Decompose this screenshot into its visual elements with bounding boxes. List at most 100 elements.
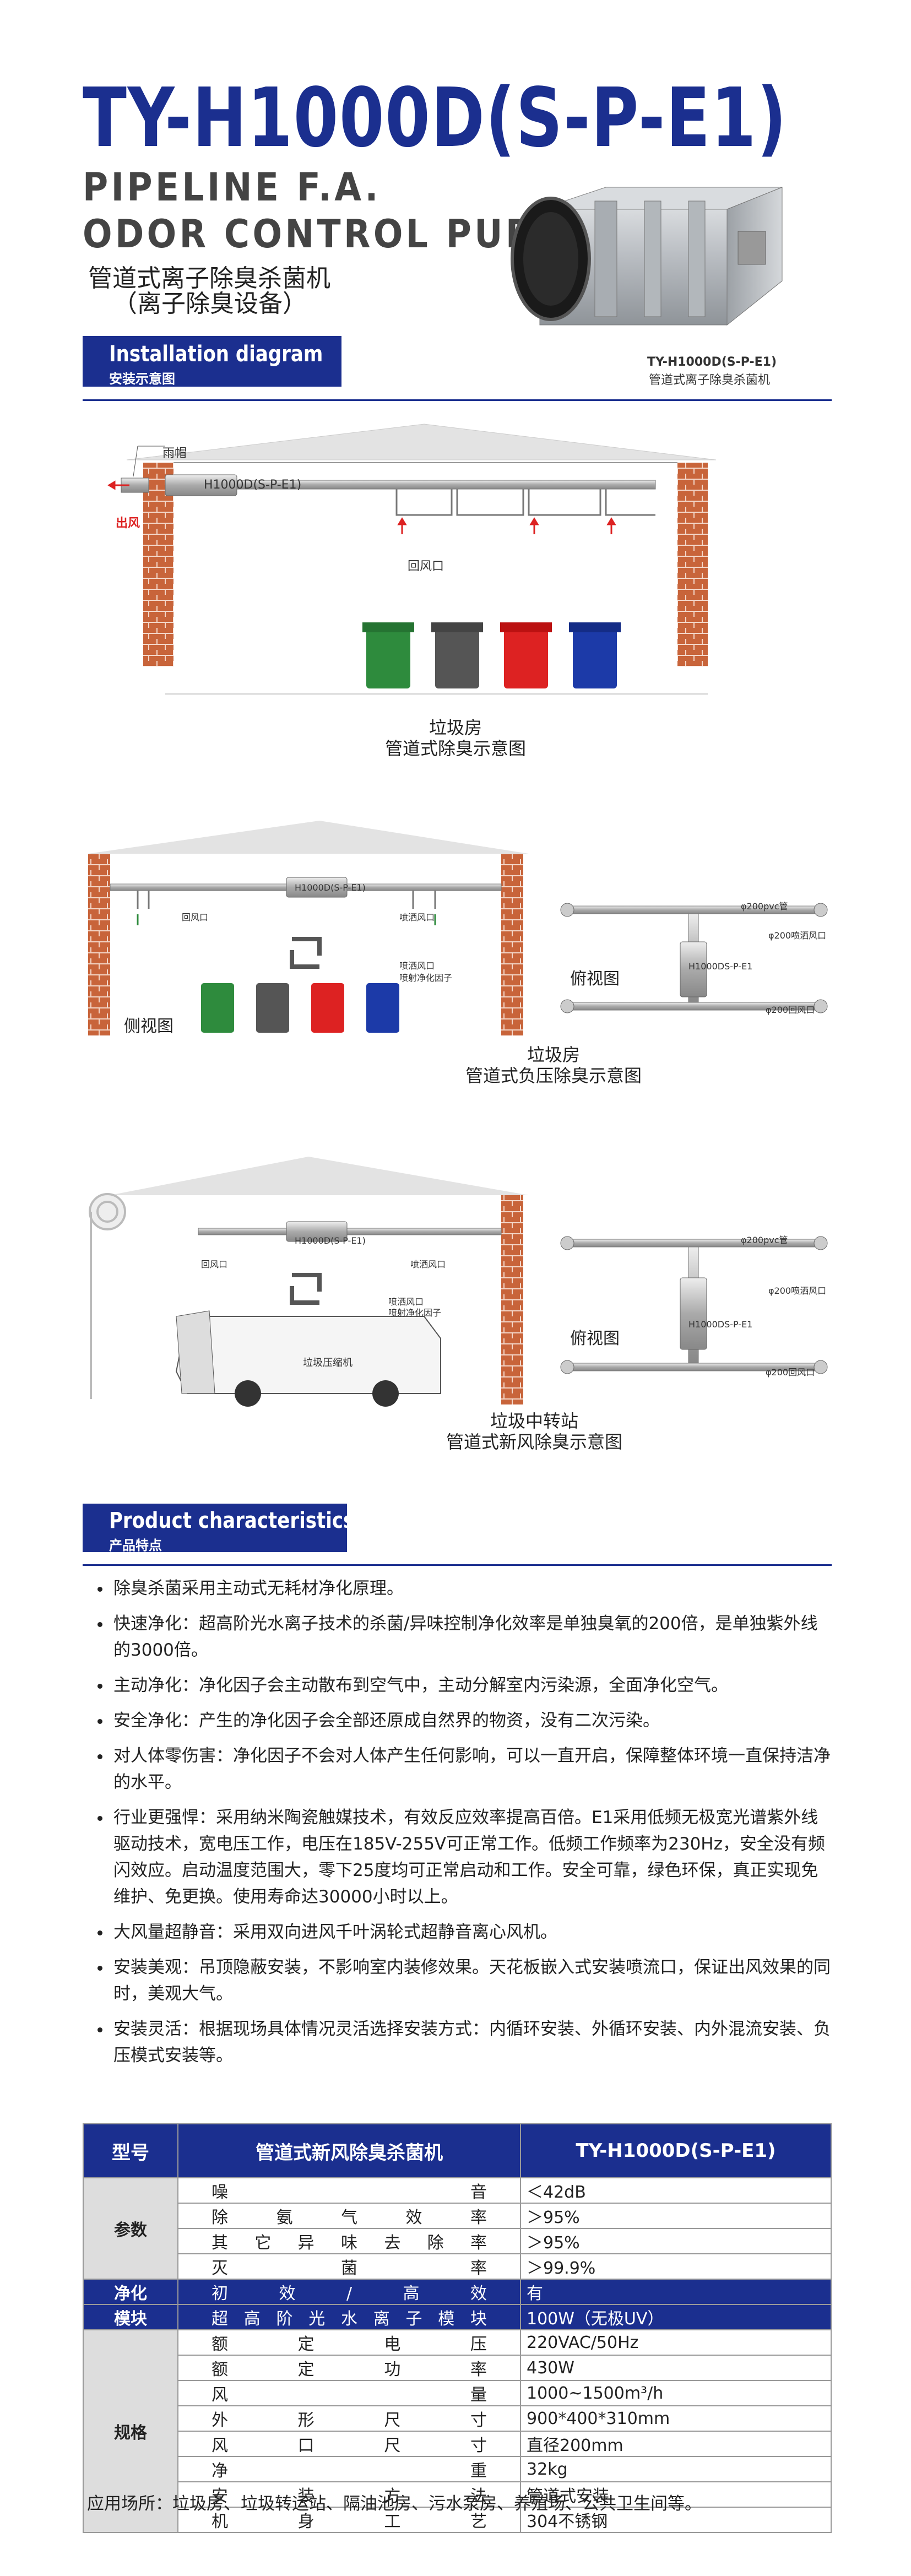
label-spray-d3: 喷洒风口 [410, 1259, 446, 1270]
spec-col-model: 型号 [83, 2123, 178, 2178]
label-top-unit-d3: H1000DS-P-E1 [688, 1319, 753, 1330]
application-sites: 应用场所：垃圾房、垃圾转运站、隔油池房、污水泵房、养殖场、公共卫生间等。 [87, 2494, 702, 2514]
spec-value: ＜42dB [520, 2177, 832, 2204]
caption-d3-line2: 管道式新风除臭示意图 [446, 1431, 622, 1452]
photo-cn-label: 管道式离子除臭杀菌机 [649, 373, 771, 387]
spec-value: 220VAC/50Hz [520, 2329, 832, 2356]
spec-value: 32kg [520, 2456, 832, 2482]
feature-item: 行业更强悍：采用纳米陶瓷触媒技术，有效反应效率提高百倍。E1采用低频无极宽光谱紫… [111, 1804, 833, 1910]
title-cn-line2: （离子除臭设备） [113, 290, 307, 318]
spec-value: 直径200mm [520, 2431, 832, 2457]
features-tag-en: Product characteristics [109, 1508, 355, 1533]
spec-label: 外形尺寸 [177, 2405, 521, 2432]
bin-red [500, 622, 552, 688]
spec-value: 有 [520, 2279, 832, 2305]
spec-label: 噪音 [177, 2177, 521, 2204]
section-tag-en: Installation diagram [109, 341, 323, 367]
spec-value: ＞95% [520, 2203, 832, 2229]
label-top-view-d2: 俯视图 [570, 969, 620, 989]
spec-col-code: TY-H1000D(S-P-E1) [520, 2123, 832, 2178]
label-unit-d1: H1000D(S-P-E1) [204, 478, 302, 492]
spec-label: 初效/高效 [177, 2279, 521, 2305]
spec-label: 风口尺寸 [177, 2431, 521, 2457]
feature-list: 除臭杀菌采用主动式无耗材净化原理。 快速净化：超高阶光水离子技术的杀菌/异味控制… [95, 1575, 833, 2078]
spec-label: 其它异味去除率 [177, 2228, 521, 2254]
spec-group-module-b: 模块 [83, 2304, 178, 2330]
bin-green [362, 622, 414, 688]
spec-value: 管道式安装 [520, 2481, 832, 2508]
label-pipe1-d3: φ200pvc管 [741, 1235, 788, 1245]
spec-value: ＞95% [520, 2228, 832, 2254]
caption-d2-line1: 垃圾房 [527, 1044, 580, 1065]
spec-group-params: 参数 [83, 2177, 178, 2280]
spec-label: 超高阶光水离子模块 [177, 2304, 521, 2330]
spec-col-name: 管道式新风除臭杀菌机 [177, 2123, 521, 2178]
bin-blue [569, 622, 621, 688]
label-spray-d2: 喷洒风口 [399, 912, 435, 923]
label-pipe3-d2: φ200回风口 [766, 1005, 815, 1015]
feature-item: 除臭杀菌采用主动式无耗材净化原理。 [111, 1575, 833, 1602]
caption-d2-line2: 管道式负压除臭示意图 [465, 1065, 642, 1086]
label-unit-d2: H1000D(S-P-E1) [295, 882, 366, 893]
product-model-title: TY-H1000D(S-P-E1) [83, 70, 788, 165]
feature-item: 安装美观：吊顶隐蔽安装，不影响室内装修效果。天花板嵌入式安装喷流口，保证出风效果… [111, 1954, 833, 2007]
feature-item: 对人体零伤害：净化因子不会对人体产生任何影响，可以一直开启，保障整体环境一直保持… [111, 1743, 833, 1796]
label-spray2-d2: 喷洒风口 [399, 961, 435, 971]
spec-label: 净重 [177, 2456, 521, 2482]
spec-value: 304不锈钢 [520, 2507, 832, 2533]
photo-model-label: TY-H1000D(S-P-E1) [647, 355, 777, 369]
title-cn-line1: 管道式离子除臭杀菌机 [88, 264, 330, 292]
section-tag-cn: 安装示意图 [109, 371, 175, 387]
spec-value: 100W（无极UV） [520, 2304, 832, 2330]
label-side-view: 侧视图 [124, 1017, 173, 1036]
label-top-view-d3: 俯视图 [570, 1329, 620, 1348]
spec-table: 型号 管道式新风除臭杀菌机 TY-H1000D(S-P-E1) 参数 噪音 ＜4… [83, 2123, 832, 2533]
label-rain-cap: 雨帽 [162, 447, 187, 460]
label-spray2-d3: 喷洒风口 [388, 1297, 424, 1307]
spec-label: 灭菌率 [177, 2253, 521, 2280]
spec-value: 1000~1500m³/h [520, 2380, 832, 2406]
diagram-negative-pressure [88, 821, 828, 1035]
feature-item: 主动净化：净化因子会主动散布到空气中，主动分解室内污染源，全面净化空气。 [111, 1672, 833, 1699]
label-return-d2: 回风口 [182, 912, 209, 923]
spec-label: 额定功率 [177, 2355, 521, 2381]
section-tag-features: Product characteristics 产品特点 [83, 1504, 354, 1553]
feature-item: 安全净化：产生的净化因子会全部还原成自然界的物资，没有二次污染。 [111, 1707, 833, 1734]
section-tag-installation: Installation diagram 安装示意图 [83, 336, 341, 387]
label-spray3-d2: 喷射净化因子 [399, 973, 453, 983]
section-divider [83, 399, 832, 401]
caption-d3-line1: 垃圾中转站 [490, 1411, 578, 1431]
spec-label: 安装方法 [177, 2481, 521, 2508]
feature-item: 快速净化：超高阶光水离子技术的杀菌/异味控制净化效率是单独臭氧的200倍，是单独… [111, 1610, 833, 1663]
spec-label: 风量 [177, 2380, 521, 2406]
feature-item: 大风量超静音：采用双向进风千叶涡轮式超静音离心风机。 [111, 1919, 833, 1945]
label-pipe2-d2: φ200喷洒风口 [768, 930, 827, 941]
spec-group-module-a: 净化 [83, 2279, 178, 2305]
bin-gray [431, 622, 483, 688]
label-pipe2-d3: φ200喷洒风口 [768, 1286, 827, 1296]
label-return-d1: 回风口 [408, 560, 444, 573]
title-en-line1: PIPELINE F.A. [83, 165, 381, 210]
diagram-garbage-room [107, 424, 717, 695]
spec-value: 900*400*310mm [520, 2405, 832, 2432]
label-pipe1-d2: φ200pvc管 [741, 901, 788, 912]
features-divider [83, 1564, 832, 1566]
spec-label: 额定电压 [177, 2329, 521, 2356]
label-top-unit-d2: H1000DS-P-E1 [688, 961, 753, 972]
label-compactor: 垃圾压缩机 [303, 1357, 353, 1369]
spec-label: 机身工艺 [177, 2507, 521, 2533]
label-outlet: 出风 [116, 517, 140, 530]
spec-group-specs: 规格 [83, 2329, 178, 2533]
label-pipe3-d3: φ200回风口 [766, 1367, 815, 1378]
caption-d1-line1: 垃圾房 [429, 717, 482, 738]
spec-value: 430W [520, 2355, 832, 2381]
spec-label: 除氨气效率 [177, 2203, 521, 2229]
label-unit-d3: H1000D(S-P-E1) [295, 1235, 366, 1246]
product-photo [511, 187, 783, 326]
spec-value: ＞99.9% [520, 2253, 832, 2280]
label-spray3-d3: 喷射净化因子 [388, 1308, 442, 1318]
feature-item: 安装灵活：根据现场具体情况灵活选择安装方式：内循环安装、外循环安装、内外混流安装… [111, 2016, 833, 2069]
diagram-transfer-station [89, 1157, 828, 1407]
features-tag-cn: 产品特点 [109, 1538, 162, 1553]
label-return-d3: 回风口 [201, 1259, 228, 1270]
